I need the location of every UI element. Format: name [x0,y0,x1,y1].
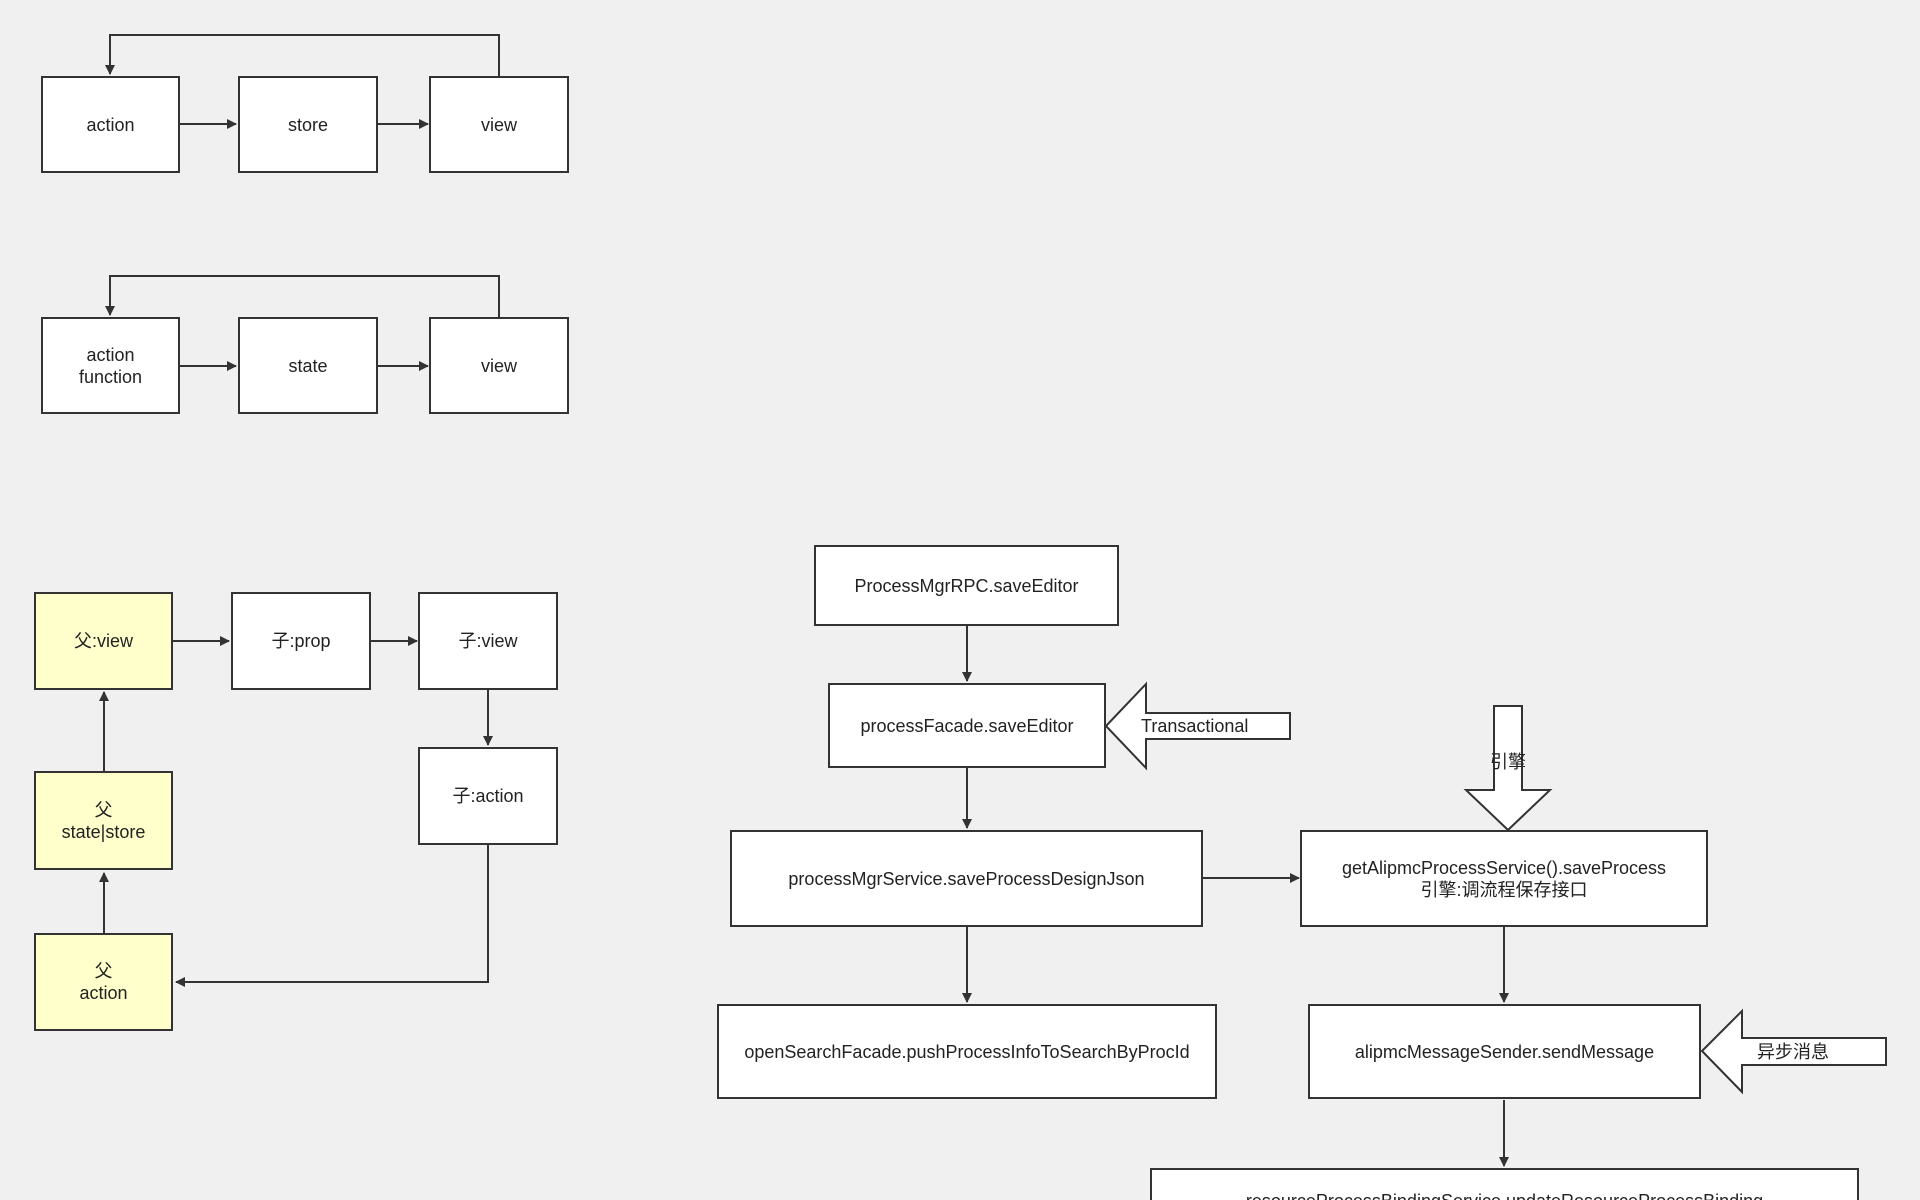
node-child-view[interactable]: 子:view [418,592,558,690]
node-view[interactable]: view [429,76,569,173]
node-action[interactable]: action [41,76,180,173]
node-resource-process-binding[interactable]: resourceProcessBindingService.updateReso… [1150,1168,1859,1200]
block-arrow-engine [1463,705,1553,832]
edge-view-action-loop [105,34,500,76]
transactional-label: Transactional [1141,716,1249,736]
edge-caction-paction [175,845,489,987]
async-message-label: 异步消息 [1757,1042,1829,1062]
node-save-process-design-json[interactable]: processMgrService.saveProcessDesignJson [730,830,1203,927]
node-store[interactable]: store [238,76,378,173]
block-arrow-async [1700,1008,1887,1095]
node-parent-action[interactable]: 父 action [34,933,173,1031]
node-state[interactable]: state [238,317,378,414]
node-child-action[interactable]: 子:action [418,747,558,845]
node-parent-state-store[interactable]: 父 state|store [34,771,173,870]
node-process-facade[interactable]: processFacade.saveEditor [828,683,1106,768]
node-message-sender[interactable]: alipmcMessageSender.sendMessage [1308,1004,1701,1099]
node-process-mgr-rpc[interactable]: ProcessMgrRPC.saveEditor [814,545,1119,626]
engine-label: 引擎 [1490,752,1526,772]
block-arrow-transactional [1104,681,1291,771]
edge-view-actionfn-loop [105,275,500,317]
node-open-search-facade[interactable]: openSearchFacade.pushProcessInfoToSearch… [717,1004,1217,1099]
node-child-prop[interactable]: 子:prop [231,592,371,690]
node-view-2[interactable]: view [429,317,569,414]
node-action-function[interactable]: action function [41,317,180,414]
node-parent-view[interactable]: 父:view [34,592,173,690]
node-engine-save-process[interactable]: getAlipmcProcessService().saveProcess 引擎… [1300,830,1708,927]
